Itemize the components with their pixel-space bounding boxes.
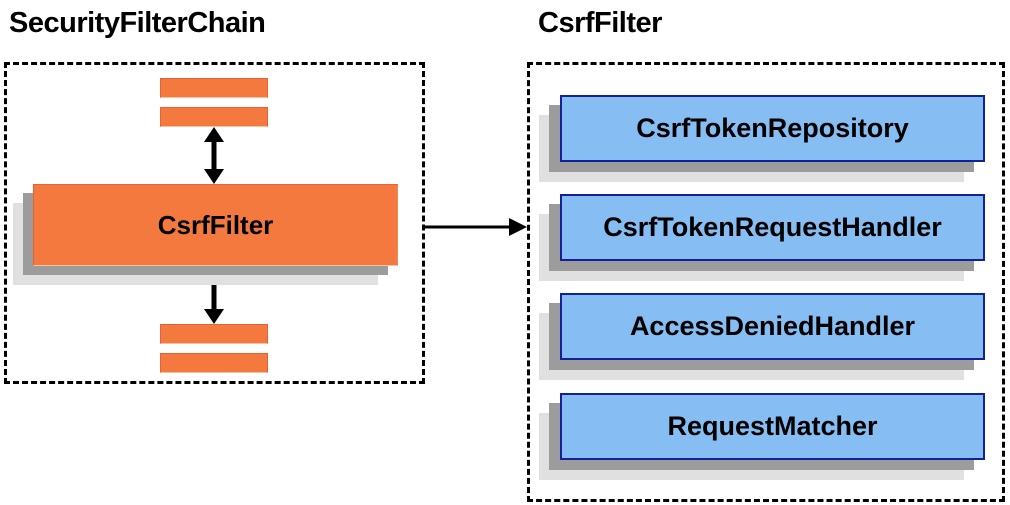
csrf-filter-box: CsrfFilter — [33, 184, 398, 266]
double-arrow-icon — [204, 127, 224, 184]
security-filter-chain-container — [4, 62, 425, 384]
filter-placeholder-bar — [160, 353, 268, 373]
component-request-matcher: RequestMatcher — [560, 393, 985, 460]
component-csrf-token-request-handler: CsrfTokenRequestHandler — [560, 194, 985, 261]
double-arrow-icon — [204, 266, 224, 324]
csrf-filter-box-label: CsrfFilter — [157, 209, 274, 240]
component-label: CsrfTokenRequestHandler — [603, 212, 942, 242]
component-csrf-token-repository: CsrfTokenRepository — [560, 95, 985, 162]
component-label: AccessDeniedHandler — [629, 311, 916, 341]
flow-arrow-icon — [424, 218, 527, 236]
security-filter-chain-title: SecurityFilterChain — [9, 7, 266, 39]
filter-placeholder-bar — [160, 324, 268, 344]
filter-placeholder-bar — [160, 78, 268, 98]
filter-placeholder-bar — [160, 107, 268, 127]
csrf-filter-components-container — [527, 62, 1005, 502]
component-label: CsrfTokenRepository — [636, 113, 909, 143]
csrf-filter-title: CsrfFilter — [538, 7, 662, 39]
component-access-denied-handler: AccessDeniedHandler — [560, 293, 985, 360]
component-label: RequestMatcher — [667, 411, 878, 441]
